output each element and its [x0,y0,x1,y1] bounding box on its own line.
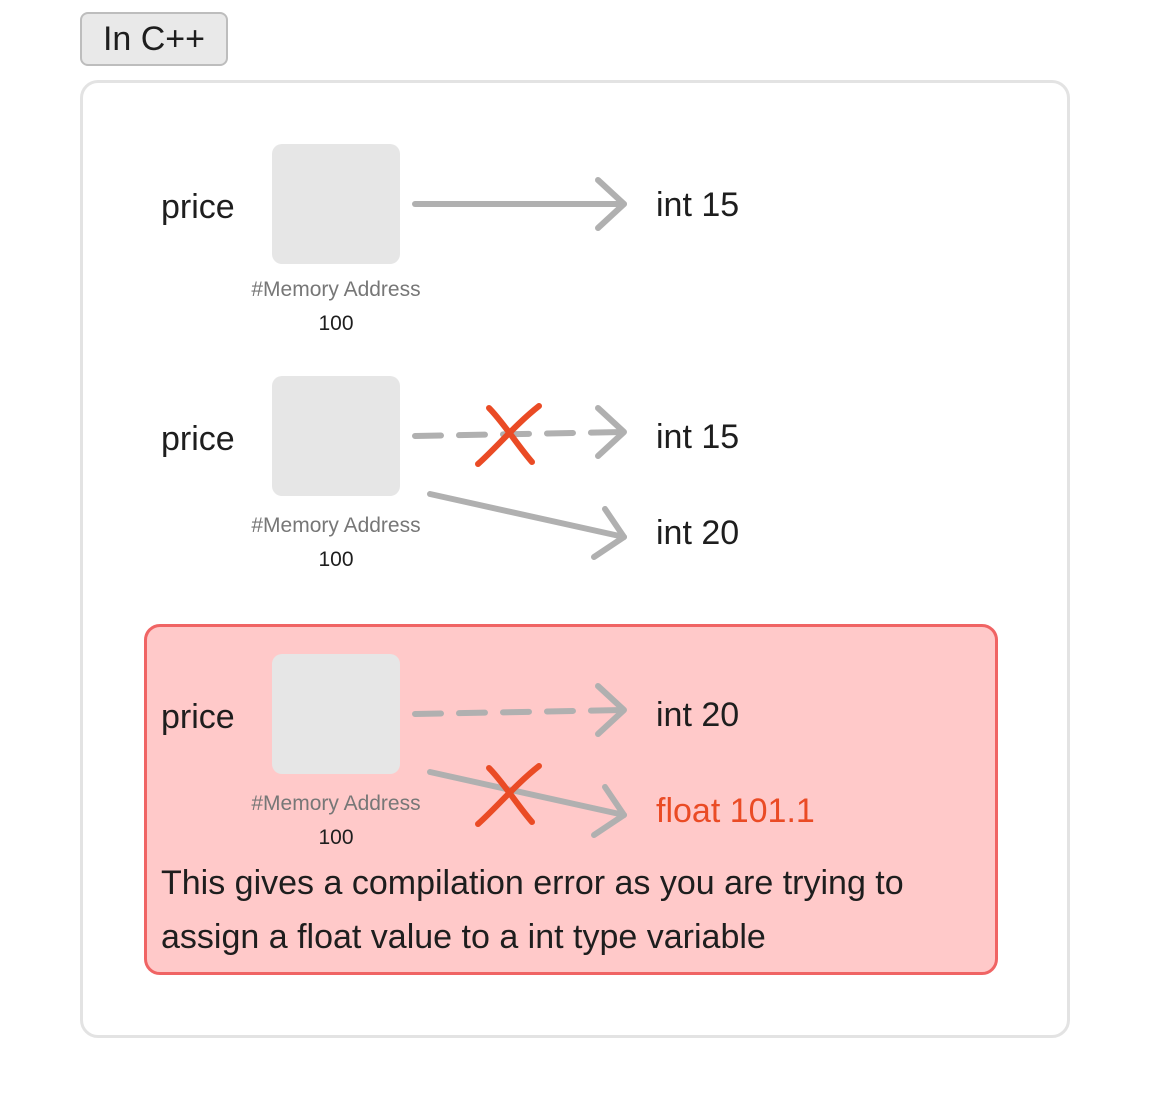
memory-address-value-row3: 100 [318,826,354,849]
value-float-row3: float 101.1 [656,792,815,830]
memory-box-row1 [272,144,400,264]
variable-name-row2: price [161,420,235,458]
error-message: This gives a compilation error as you ar… [161,864,904,956]
value-int-20-row2: int 20 [656,514,740,552]
memory-address-value-row1: 100 [318,312,354,335]
memory-address-label-row1: #Memory Address [251,278,421,301]
memory-address-label-row2: #Memory Address [251,514,421,537]
memory-box-row2 [272,376,400,496]
memory-address-value-row2: 100 [318,548,354,571]
variable-name-row1: price [161,188,235,226]
memory-address-label-row3: #Memory Address [251,792,421,815]
title-tag: In C++ [80,12,228,66]
value-int-15-row1: int 15 [656,186,740,224]
variable-name-row3: price [161,698,235,736]
value-int-20-row3: int 20 [656,696,740,734]
value-int-15-row2: int 15 [656,418,740,456]
memory-box-row3 [272,654,400,774]
